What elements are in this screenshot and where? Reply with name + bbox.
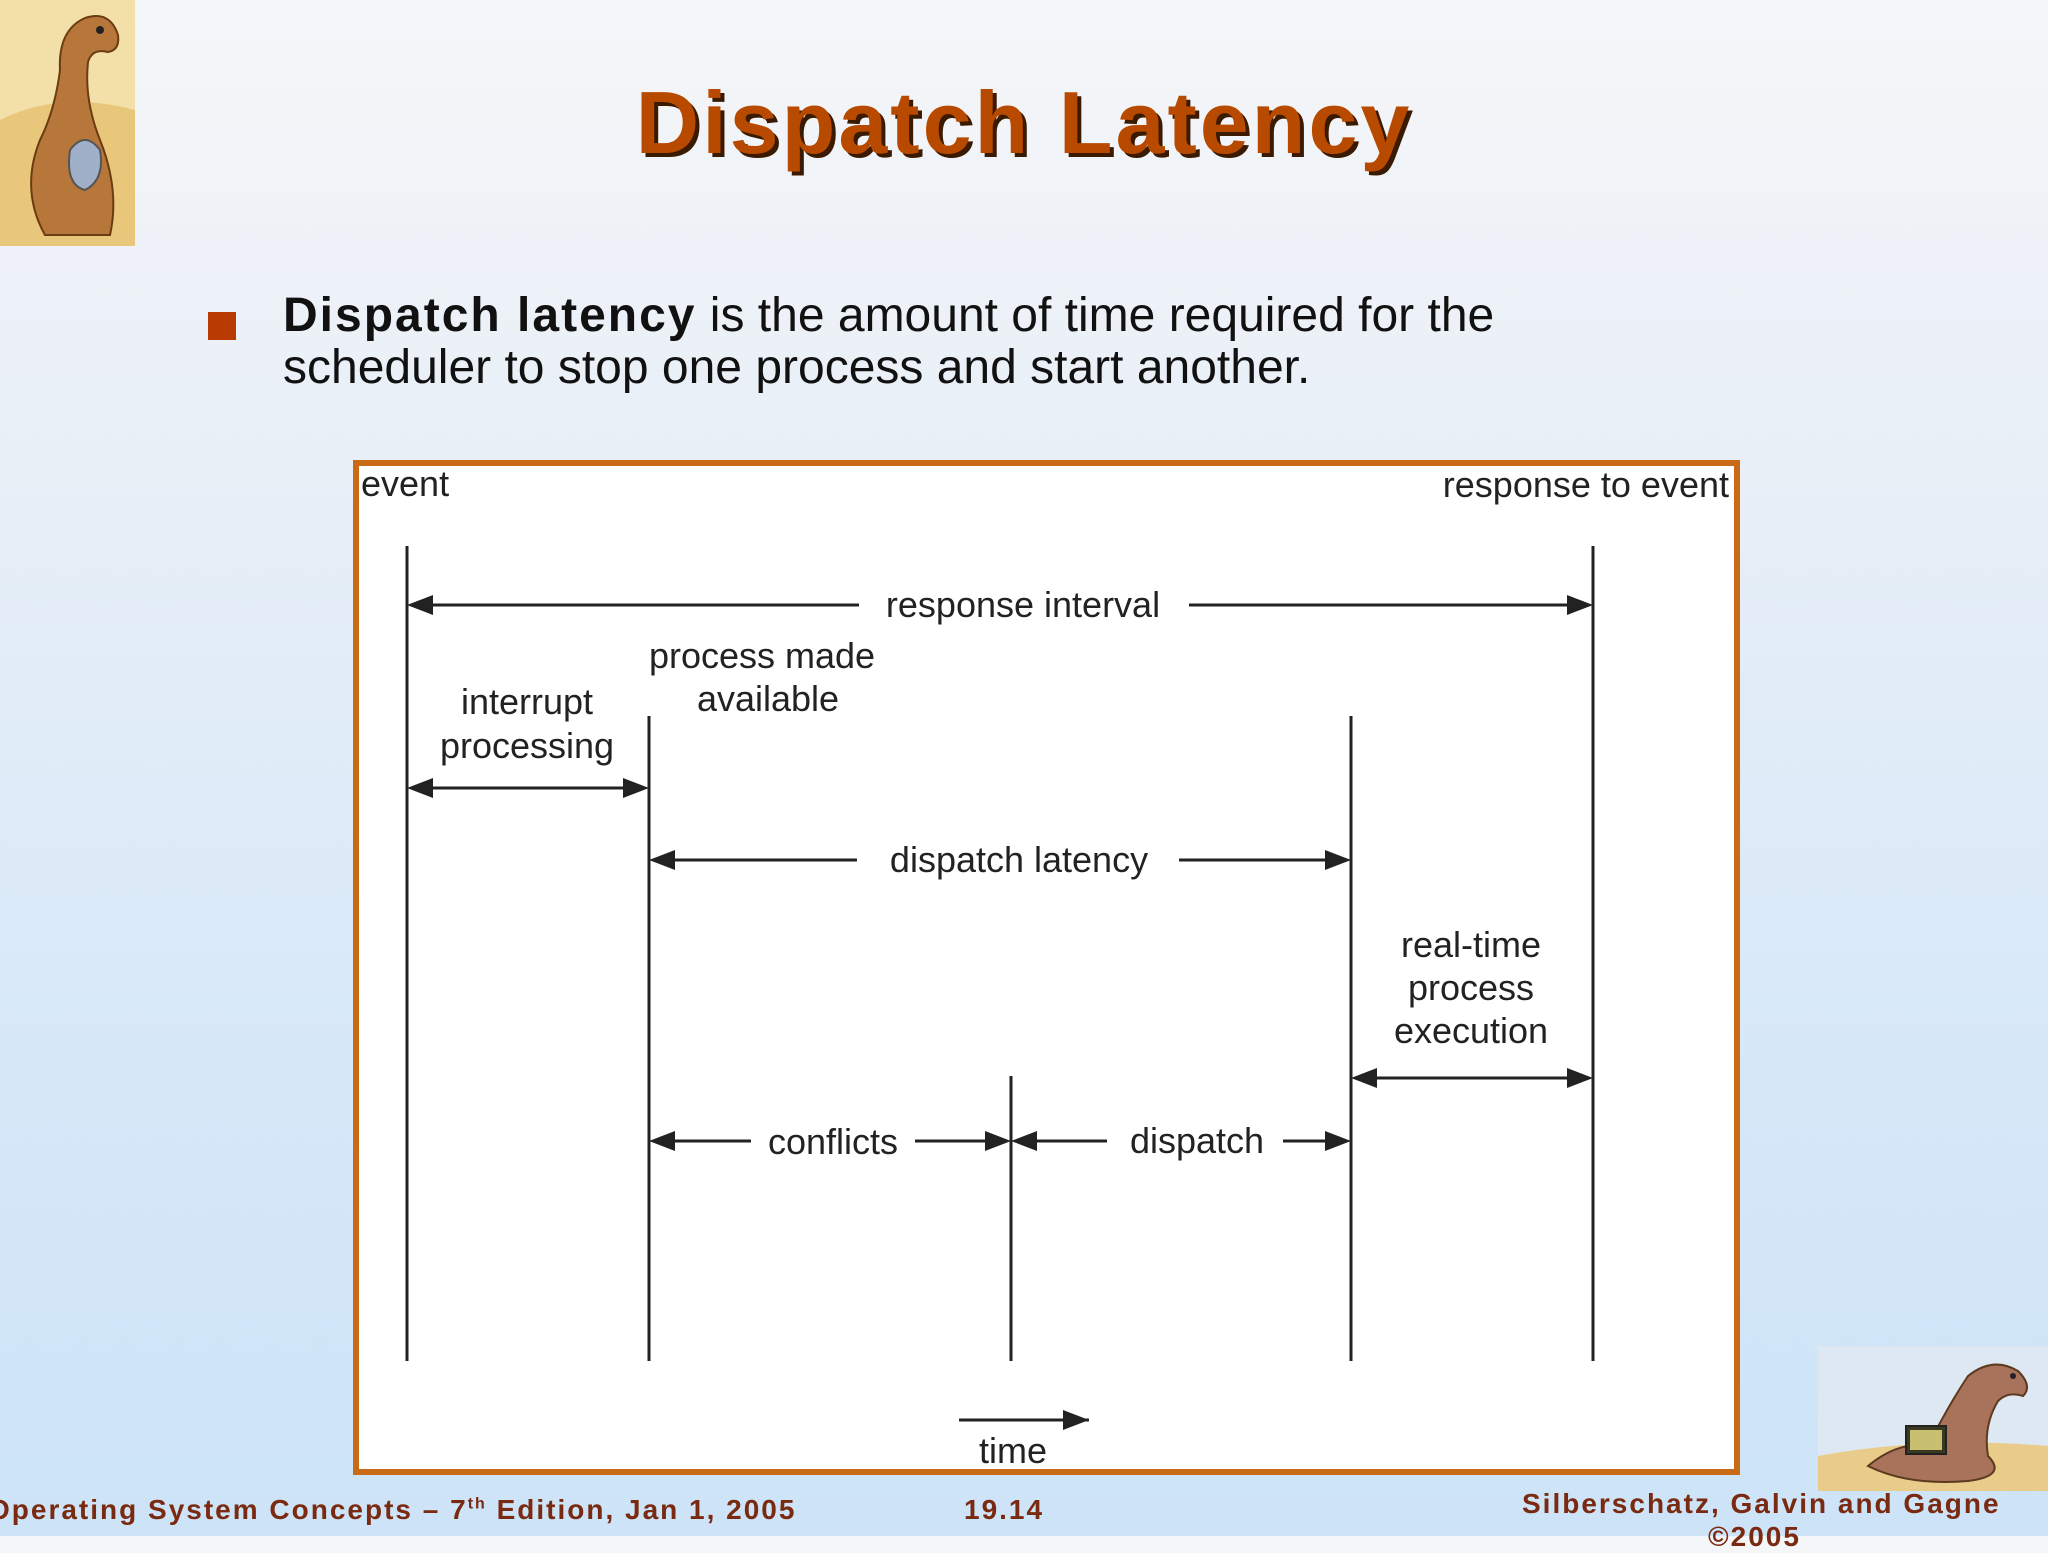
response-interval-label: response interval: [886, 584, 1160, 625]
arrowhead: [985, 1131, 1011, 1151]
arrowhead: [1567, 595, 1593, 615]
footer-edition-text: Edition, Jan 1, 2005: [486, 1494, 797, 1525]
arrowhead: [1325, 1131, 1351, 1151]
footer-book-title-text: Operating System Concepts – 7: [0, 1494, 468, 1525]
interrupt-label-line2: processing: [440, 725, 614, 766]
arrowhead: [1567, 1068, 1593, 1088]
arrowhead: [1325, 850, 1351, 870]
bullet-marker: [208, 312, 236, 340]
interrupt-label-line1: interrupt: [461, 681, 593, 722]
bullet-text: Dispatch latency is the amount of time r…: [283, 290, 1703, 394]
dispatch-latency-diagram: event response to event response interva…: [353, 460, 1740, 1475]
process-made-label-line2: available: [697, 678, 839, 719]
response-to-event-label: response to event: [1443, 466, 1729, 505]
footer-edition-superscript: th: [467, 1495, 487, 1513]
real-time-label-line3: execution: [1394, 1010, 1548, 1051]
time-arrowhead: [1063, 1410, 1089, 1430]
arrowhead: [1351, 1068, 1377, 1088]
dinosaur-logo-bottom: [1818, 1346, 2048, 1491]
slide-title: Dispatch Latency: [635, 73, 1413, 172]
event-label: event: [361, 466, 449, 504]
dinosaur-logo-top: [0, 0, 135, 246]
real-time-label-line1: real-time: [1401, 924, 1541, 965]
process-made-label-line1: process made: [649, 635, 875, 676]
footer-book-title: Operating System Concepts – 7th Edition,…: [0, 1494, 796, 1526]
conflicts-label: conflicts: [768, 1121, 898, 1162]
footer-authors: Silberschatz, Galvin and Gagne: [1522, 1488, 2001, 1519]
arrowhead: [623, 778, 649, 798]
bullet-definition: is the amount of time required for the s…: [283, 289, 1495, 394]
arrowhead: [407, 595, 433, 615]
arrowhead: [649, 850, 675, 870]
real-time-label-line2: process: [1408, 967, 1534, 1008]
dispatch-latency-label: dispatch latency: [890, 839, 1148, 880]
footer-page-number: 19.14: [964, 1494, 1045, 1525]
arrowhead: [649, 1131, 675, 1151]
bullet-term: Dispatch latency: [283, 289, 697, 342]
footer-copyright: ©2005: [1708, 1521, 1801, 1552]
time-label: time: [979, 1430, 1047, 1469]
dispatch-label: dispatch: [1130, 1120, 1264, 1161]
arrowhead: [407, 778, 433, 798]
arrowhead: [1011, 1131, 1037, 1151]
